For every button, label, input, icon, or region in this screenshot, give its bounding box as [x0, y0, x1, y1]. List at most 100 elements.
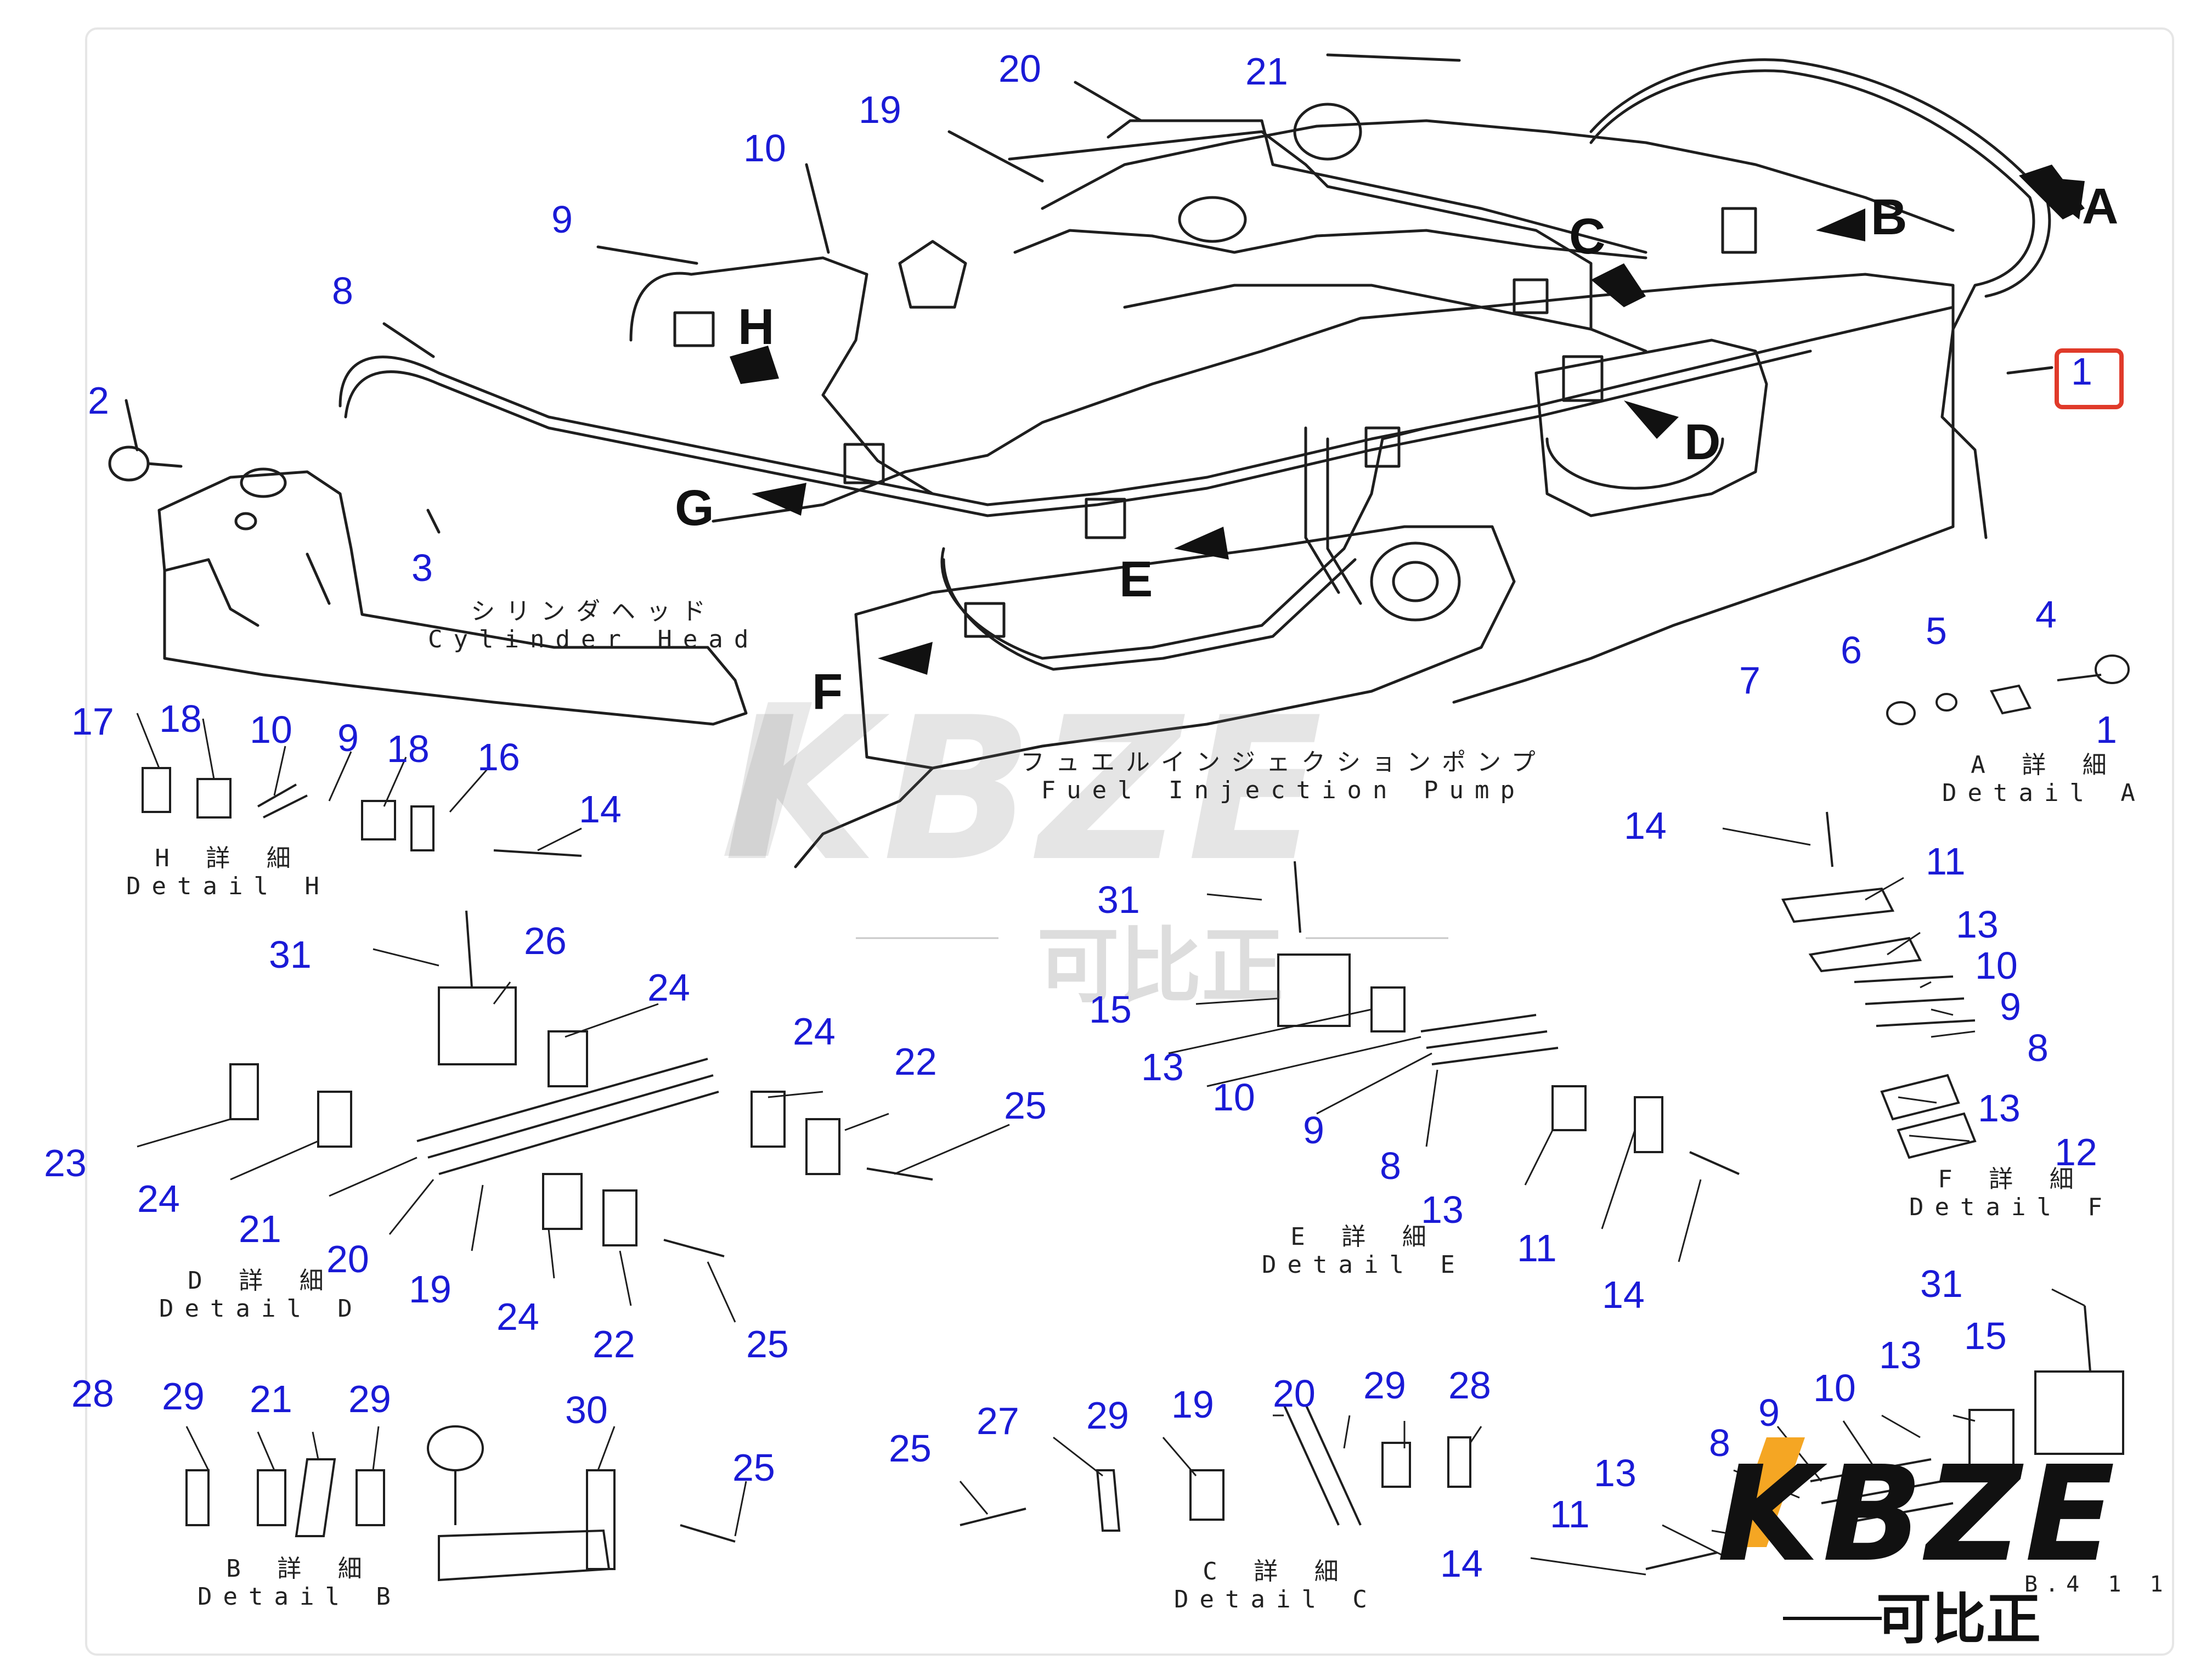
logo-chinese: 可比正 — [1876, 1587, 2041, 1651]
detail-h-callout-18a: 18 — [159, 697, 202, 740]
detail-h-jp: H 詳 細 — [155, 844, 302, 872]
detail-g-callout-8: 8 — [1709, 1421, 1730, 1464]
detail-c-caption: C 詳 細 Detail C — [1174, 1558, 1378, 1613]
detail-d-callout-19: 19 — [409, 1268, 452, 1311]
callout-19: 19 — [859, 88, 901, 131]
detail-d-callout-26: 26 — [524, 919, 567, 962]
cylinder-head-en: Cylinder Head — [428, 625, 760, 653]
callout-21: 21 — [1245, 50, 1288, 93]
detail-e-en: Detail E — [1262, 1250, 1466, 1279]
detail-d-callout-24b: 24 — [137, 1177, 180, 1220]
detail-g-callout-11: 11 — [1550, 1493, 1590, 1536]
view-arrow-d: D — [1684, 414, 1721, 470]
detail-e-callout-31: 31 — [1097, 878, 1140, 921]
detail-b-callout-30: 30 — [565, 1389, 608, 1431]
callout-1: 1 — [2071, 350, 2092, 393]
detail-h-callout-9: 9 — [337, 716, 359, 759]
view-arrow-h: H — [738, 299, 775, 355]
detail-d-caption: D 詳 細 Detail D — [159, 1267, 363, 1323]
callout-9: 9 — [551, 198, 573, 241]
detail-c-callout-27: 27 — [977, 1400, 1019, 1442]
fuel-injection-pump-caption: フュエルインジェクションポンプ Fuel Injection Pump — [1020, 748, 1547, 804]
detail-b-jp: B 詳 細 — [226, 1555, 373, 1583]
detail-h-caption: H 詳 細 Detail H — [126, 844, 330, 900]
detail-d-callout-25a: 25 — [1004, 1084, 1047, 1127]
detail-d-callout-24a: 24 — [647, 966, 690, 1009]
cylinder-head-jp: シリンダヘッド — [471, 597, 717, 625]
part-1-highlight — [2055, 348, 2124, 409]
detail-h-callout-17: 17 — [71, 700, 114, 743]
logo-brand: KBZE — [1717, 1437, 2118, 1591]
detail-a-callout-1: 1 — [2096, 708, 2117, 751]
detail-c-callout-19: 19 — [1171, 1383, 1214, 1426]
detail-e-caption: E 詳 細 Detail E — [1262, 1223, 1466, 1279]
detail-g-callout-14: 14 — [1440, 1542, 1483, 1585]
detail-f-en: Detail F — [1909, 1193, 2113, 1221]
view-arrow-c: C — [1569, 208, 1606, 264]
detail-a-en: Detail A — [1942, 778, 2146, 807]
detail-d-callout-22a: 22 — [894, 1040, 937, 1083]
detail-a-callout-4: 4 — [2035, 593, 2057, 636]
detail-e-callout-13b: 13 — [1421, 1188, 1464, 1231]
detail-f-callout-11: 11 — [1926, 840, 1966, 883]
detail-c-callout-29b: 29 — [1363, 1364, 1406, 1407]
detail-a-callout-7: 7 — [1739, 659, 1760, 702]
detail-e-callout-14: 14 — [1602, 1273, 1645, 1316]
detail-f-callout-14: 14 — [1624, 804, 1667, 847]
detail-b-callout-28: 28 — [71, 1372, 114, 1415]
detail-d-callout-24d: 24 — [793, 1010, 836, 1053]
detail-g-callout-9: 9 — [1758, 1391, 1780, 1434]
detail-d-callout-31: 31 — [269, 933, 312, 976]
detail-e-callout-15: 15 — [1089, 988, 1132, 1031]
view-arrow-a: A — [2082, 178, 2119, 234]
watermark-chinese: 可比正 — [1037, 919, 1284, 1014]
detail-b-caption: B 詳 細 Detail B — [198, 1555, 402, 1611]
detail-e-callout-13a: 13 — [1141, 1046, 1184, 1088]
detail-e-jp: E 詳 細 — [1290, 1223, 1437, 1251]
detail-g-callout-13a: 13 — [1879, 1334, 1922, 1376]
detail-h-callout-16: 16 — [477, 736, 520, 778]
watermark-brand: KBZE — [724, 675, 1328, 905]
detail-d-callout-22b: 22 — [592, 1323, 635, 1365]
detail-e-callout-8: 8 — [1380, 1144, 1401, 1187]
detail-e-callout-10: 10 — [1212, 1076, 1255, 1119]
detail-d-jp: D 詳 細 — [188, 1267, 335, 1295]
fuel-injection-pump-en: Fuel Injection Pump — [1041, 776, 1526, 804]
detail-h-callout-10: 10 — [250, 708, 292, 751]
page-code: B.4 1 1 — [2024, 1572, 2171, 1597]
fuel-injection-pump-jp: フュエルインジェクションポンプ — [1020, 748, 1547, 776]
detail-c-callout-25: 25 — [889, 1427, 932, 1470]
callout-10: 10 — [743, 127, 786, 170]
detail-d-callout-25b: 25 — [746, 1323, 789, 1365]
detail-c-callout-20: 20 — [1273, 1372, 1316, 1415]
callout-20: 20 — [998, 47, 1041, 90]
detail-h-callout-14: 14 — [579, 788, 622, 831]
detail-b-callout-21: 21 — [250, 1378, 292, 1420]
detail-g-callout-15: 15 — [1964, 1314, 2007, 1357]
cylinder-head-caption: シリンダヘッド Cylinder Head — [428, 597, 760, 653]
detail-b-callout-25: 25 — [732, 1446, 775, 1489]
detail-f-callout-12: 12 — [2055, 1131, 2097, 1173]
view-arrow-f: F — [812, 664, 843, 720]
detail-h-en: Detail H — [126, 872, 330, 900]
detail-b-callout-29a: 29 — [162, 1375, 205, 1418]
detail-f-callout-13a: 13 — [1956, 903, 1999, 946]
detail-d-callout-21: 21 — [239, 1207, 281, 1250]
detail-h-callout-18b: 18 — [387, 727, 430, 770]
detail-g-callout-31: 31 — [1920, 1262, 1963, 1305]
callout-3: 3 — [411, 546, 433, 589]
view-arrow-g: G — [675, 480, 714, 536]
detail-d-callout-24c: 24 — [496, 1295, 539, 1338]
detail-c-en: Detail C — [1174, 1585, 1378, 1613]
detail-c-callout-29a: 29 — [1086, 1394, 1129, 1437]
detail-d-callout-23: 23 — [44, 1142, 87, 1184]
detail-d-en: Detail D — [159, 1294, 363, 1323]
view-arrow-b: B — [1871, 189, 1908, 245]
detail-f-callout-8: 8 — [2027, 1026, 2049, 1069]
detail-a-callout-5: 5 — [1926, 610, 1947, 652]
callout-2: 2 — [88, 379, 109, 422]
detail-a-jp: A 詳 細 — [1971, 751, 2118, 779]
detail-e-callout-11: 11 — [1517, 1227, 1557, 1269]
detail-f-jp: F 詳 細 — [1938, 1165, 2085, 1193]
